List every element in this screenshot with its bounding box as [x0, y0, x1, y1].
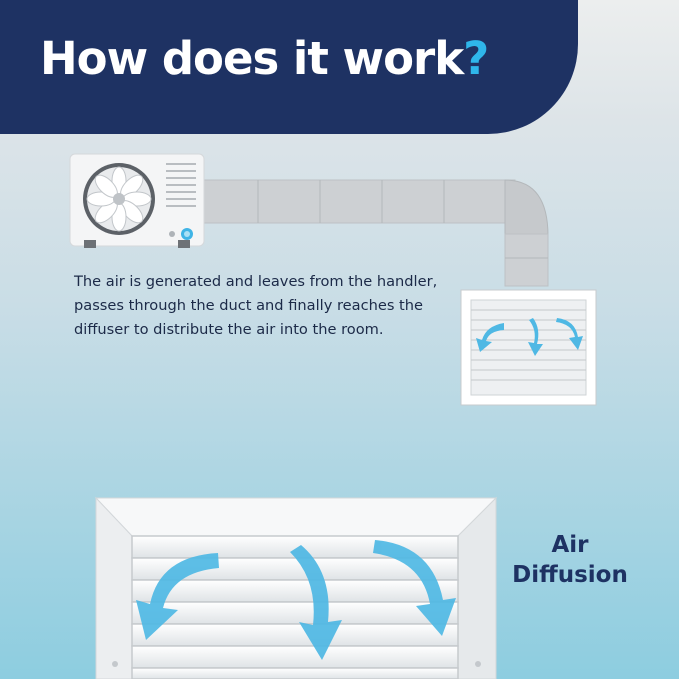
air-diffusion-line1: Air [551, 532, 589, 558]
description-text: The air is generated and leaves from the… [74, 273, 438, 338]
duct-icon [194, 179, 549, 287]
question-mark: ? [463, 32, 489, 85]
header-banner [0, 0, 578, 134]
large-diffuser-icon [94, 496, 498, 679]
air-handler-icon [69, 153, 205, 248]
fan-icon [83, 163, 155, 235]
page-title: How does it work? [40, 32, 489, 85]
air-diffusion-line2: Diffusion [512, 562, 628, 588]
airflow-arrow-icon [476, 318, 583, 356]
diffuser-icon [460, 289, 597, 406]
airflow-arrow-icon [136, 540, 456, 660]
air-diffusion-label: Air Diffusion [500, 530, 640, 590]
